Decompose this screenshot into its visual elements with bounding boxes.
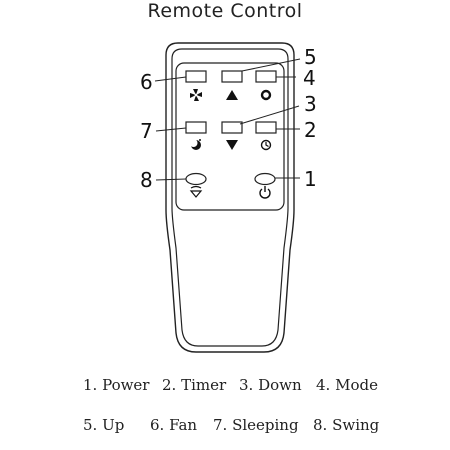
up-button[interactable] xyxy=(221,70,243,83)
legend-power: 1. Power xyxy=(83,376,150,394)
legend-down: 3. Down xyxy=(239,376,302,394)
legend-swing: 8. Swing xyxy=(313,416,380,434)
sleep-icon xyxy=(189,139,201,150)
down-arrow-icon xyxy=(226,140,238,150)
up-arrow-icon xyxy=(226,90,238,100)
fan-button[interactable] xyxy=(185,70,207,83)
legend-timer: 2. Timer xyxy=(162,376,227,394)
mode-button[interactable] xyxy=(255,70,277,83)
down-button[interactable] xyxy=(221,121,243,134)
swing-icon xyxy=(189,185,203,198)
timer-icon xyxy=(260,139,272,151)
sleeping-button[interactable] xyxy=(185,121,207,134)
callout-2: 2 xyxy=(304,118,317,142)
button-panel xyxy=(175,62,285,211)
callout-3: 3 xyxy=(304,92,317,116)
diagram-title: Remote Control xyxy=(147,0,303,22)
legend-up: 5. Up xyxy=(83,416,125,434)
power-button[interactable] xyxy=(254,172,276,186)
callout-4: 4 xyxy=(303,66,316,90)
mode-icon xyxy=(260,89,272,101)
fan-icon xyxy=(190,89,202,101)
remote-inner-outline xyxy=(171,48,289,347)
legend-mode: 4. Mode xyxy=(316,376,378,394)
legend-fan: 6. Fan xyxy=(150,416,198,434)
power-icon xyxy=(259,186,271,199)
remote-outer-outline xyxy=(165,42,295,353)
legend-sleeping: 7. Sleeping xyxy=(213,416,299,434)
callout-6: 6 xyxy=(140,70,153,94)
callout-1: 1 xyxy=(304,167,317,191)
callout-lines xyxy=(154,58,301,181)
callout-8: 8 xyxy=(140,168,153,192)
callout-7: 7 xyxy=(140,119,153,143)
swing-button[interactable] xyxy=(185,172,207,186)
timer-button[interactable] xyxy=(255,121,277,134)
callout-5: 5 xyxy=(304,45,317,69)
